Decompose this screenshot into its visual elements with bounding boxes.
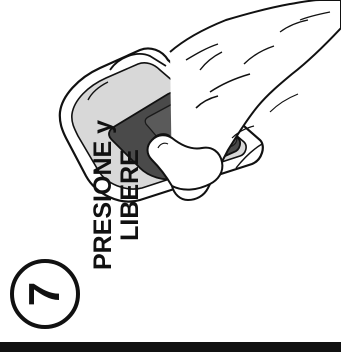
bottom-bar [0,342,341,352]
instruction-text: PRESIONE y LIBERE [90,65,144,325]
instruction-line-1: PRESIONE y [90,65,117,325]
instruction-line-2: LIBERE [117,65,144,325]
step-number-badge: 7 [10,259,80,329]
step-number: 7 [23,282,67,306]
